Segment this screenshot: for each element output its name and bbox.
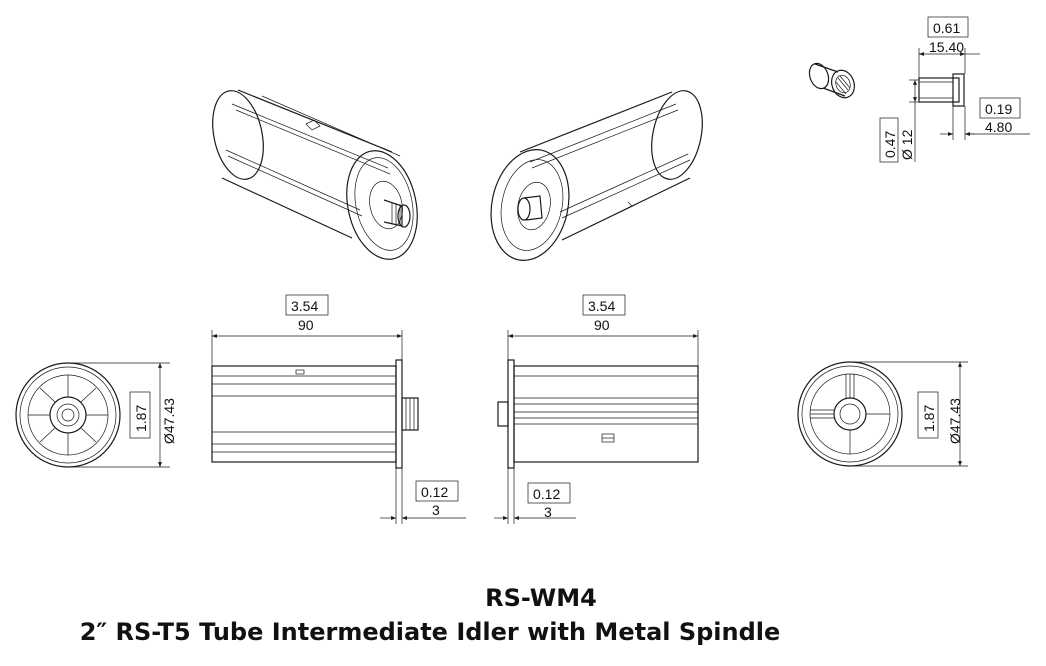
right-flange-in: 0.12: [533, 486, 560, 502]
left-end-diameter-mm: Ø47.43: [161, 398, 177, 444]
end-view-right: [797, 361, 968, 467]
bearing-length-mm: 15.40: [929, 39, 964, 55]
right-length-in: 3.54: [588, 298, 615, 314]
right-length-mm: 90: [594, 317, 610, 333]
bearing-diameter-in: 0.47: [882, 131, 898, 158]
left-flange-in: 0.12: [421, 484, 448, 500]
end-view-left: [15, 362, 170, 468]
left-end-diameter-in: 1.87: [133, 405, 149, 432]
iso-view-right: [490, 90, 703, 261]
side-view-left: [211, 330, 466, 524]
bearing-flange-in: 0.19: [985, 101, 1012, 117]
bearing-diameter-mm: Ø 12: [899, 129, 915, 160]
side-view-right: [494, 330, 699, 524]
right-end-diameter-mm: Ø47.43: [947, 398, 963, 444]
left-length-mm: 90: [298, 317, 314, 333]
bearing-flange-mm: 4.80: [985, 119, 1012, 135]
part-description: 2″ RS-T5 Tube Intermediate Idler with Me…: [79, 618, 781, 646]
left-flange-mm: 3: [432, 502, 440, 518]
bearing-side-view: [909, 48, 1030, 162]
iso-view-left: [212, 89, 418, 260]
bearing-length-in: 0.61: [933, 20, 960, 36]
right-end-diameter-in: 1.87: [921, 405, 937, 432]
right-flange-mm: 3: [544, 504, 552, 520]
left-length-in: 3.54: [291, 298, 318, 314]
bearing-iso: [808, 62, 855, 99]
part-number: RS-WM4: [485, 584, 597, 612]
